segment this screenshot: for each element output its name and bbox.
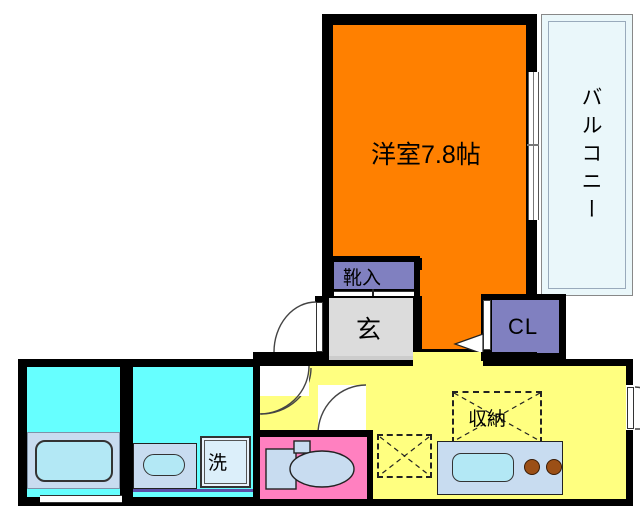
storage-cross-lines xyxy=(453,392,541,442)
stove-burner-right xyxy=(546,459,562,475)
appliance-space-cross xyxy=(379,436,430,476)
stove-burner-left xyxy=(524,459,540,475)
main-door-leaf[interactable] xyxy=(627,387,634,429)
closet-door-leaf[interactable] xyxy=(483,300,491,350)
closet-door-arrow-icon xyxy=(453,333,484,355)
toilet-bowl xyxy=(265,440,355,490)
room-balcony xyxy=(541,14,633,296)
closet-cl xyxy=(492,300,559,353)
genkan-label: 玄 xyxy=(356,316,382,344)
sliding-door-center-mullion xyxy=(527,144,539,146)
washroom-floor-line xyxy=(133,489,253,492)
vanity-sink xyxy=(143,454,185,476)
bedroom-label: 洋室7.8帖 xyxy=(371,141,481,169)
shoe-cabinet xyxy=(334,262,414,289)
entrance-doorway xyxy=(272,302,322,354)
balcony-inner-line xyxy=(548,21,626,289)
bathtub xyxy=(35,440,113,482)
appliance-space xyxy=(377,434,432,478)
entrance-door-leaf[interactable] xyxy=(316,302,323,352)
wc-door-swing xyxy=(317,384,367,435)
genkan-step-line xyxy=(329,356,413,360)
closet-label: CL xyxy=(508,314,539,339)
wc-doorway[interactable] xyxy=(318,385,366,434)
wall-between-hall-and-cl xyxy=(481,352,537,361)
washer-label: 洗 xyxy=(208,453,228,474)
entrance-door-swing xyxy=(273,301,317,353)
wall-hall-north-left xyxy=(253,352,323,360)
sliding-door-sash xyxy=(533,72,534,220)
room-genkan xyxy=(329,298,413,358)
washroom-doorway[interactable] xyxy=(259,366,309,396)
shoe-cabinet-sill-mark xyxy=(372,289,374,299)
storage-label: 収納 xyxy=(468,409,507,430)
bathroom-window xyxy=(40,495,122,503)
main-door-swing xyxy=(634,386,640,430)
washer-slot-inner xyxy=(204,440,247,484)
hallway-upper-strip xyxy=(413,352,483,366)
washroom-door-arc xyxy=(258,365,310,415)
shoe-cabinet-label: 靴入 xyxy=(343,268,382,289)
balcony-label: バルコニー xyxy=(579,86,602,226)
kitchen-sink xyxy=(452,453,514,482)
